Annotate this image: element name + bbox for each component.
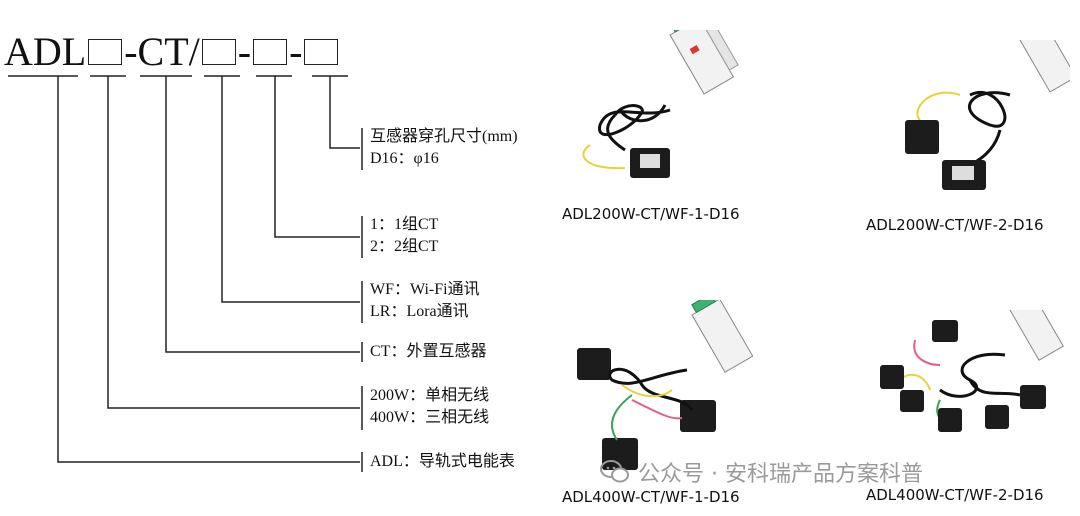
code-slot-ct-count — [253, 39, 288, 65]
legend-phase-single: 200W：单相无线 — [370, 387, 490, 404]
code-slot-comm — [201, 39, 236, 65]
code-slot-ct-size — [304, 39, 339, 65]
product-image-adl200w-1 — [582, 30, 739, 178]
legend-ct-size-value: D16：φ16 — [370, 150, 439, 167]
legend-comm-wifi: WF：Wi-Fi通讯 — [370, 281, 480, 298]
model-code: ADL -CT/ - - — [4, 30, 340, 74]
legend-ct-count-1: 1：1组CT — [370, 216, 439, 233]
code-dash-2: - — [289, 29, 303, 74]
legend-ct-count-2: 2：2组CT — [370, 238, 439, 255]
code-slot-phase — [88, 39, 123, 65]
legend-comm-lora: LR：Lora通讯 — [370, 303, 469, 320]
product-image-adl200w-2 — [905, 40, 1070, 190]
watermark-text: 公众号 · 安科瑞产品方案科普 — [638, 462, 923, 487]
product-caption-adl400w-2: ADL400W-CT/WF-2-D16 — [866, 486, 1044, 504]
product-caption-adl400w-1: ADL400W-CT/WF-1-D16 — [562, 488, 740, 506]
legend-adl: ADL：导轨式电能表 — [370, 453, 515, 470]
product-image-adl400w-2 — [880, 310, 1064, 432]
code-ct: -CT/ — [124, 29, 200, 74]
product-caption-adl200w-2: ADL200W-CT/WF-2-D16 — [866, 216, 1044, 234]
code-prefix: ADL — [4, 29, 87, 74]
legend-phase-three: 400W：三相无线 — [370, 409, 490, 426]
product-caption-adl200w-1: ADL200W-CT/WF-1-D16 — [562, 205, 740, 223]
code-dash-1: - — [237, 29, 252, 74]
wechat-icon — [600, 460, 629, 483]
legend-ct-external: CT：外置互感器 — [370, 343, 487, 360]
product-image-adl400w-1 — [577, 300, 754, 470]
watermark: 公众号 · 安科瑞产品方案科普 — [600, 456, 923, 488]
legend-ct-size-title: 互感器穿孔尺寸(mm) — [370, 128, 518, 145]
